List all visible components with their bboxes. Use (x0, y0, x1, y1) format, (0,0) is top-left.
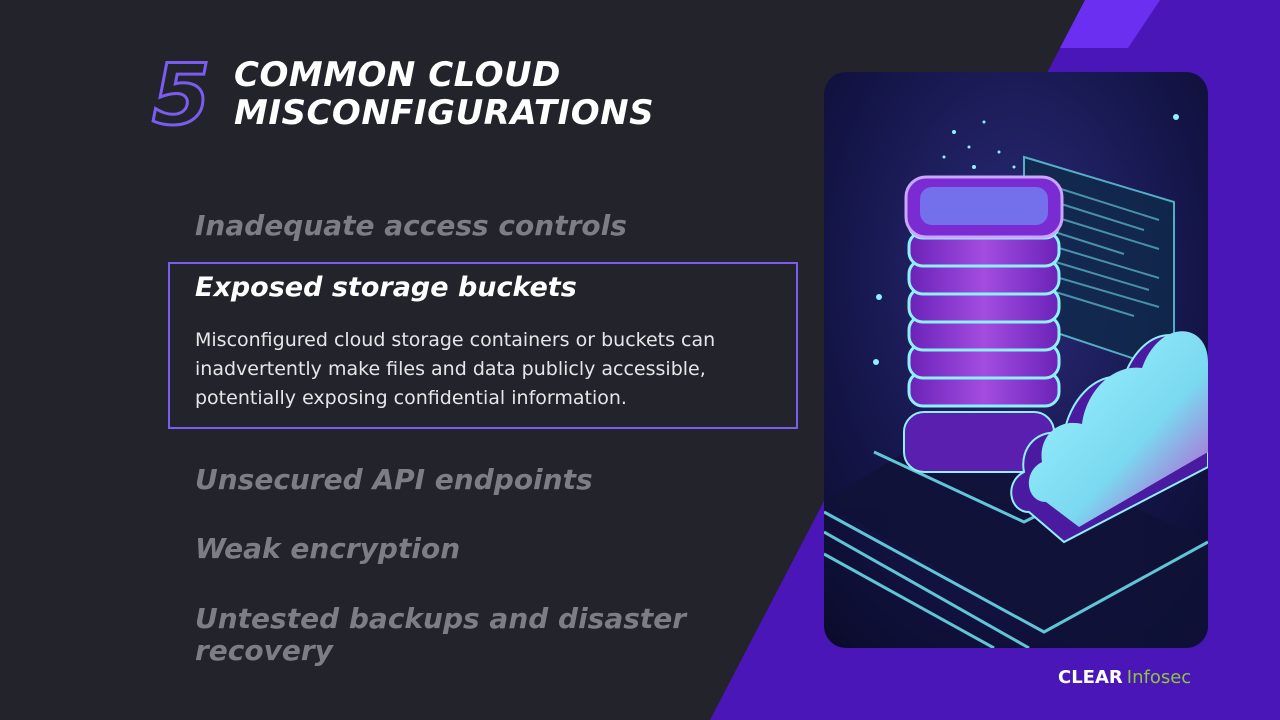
list-item-api-endpoints: Unsecured API endpoints (195, 463, 593, 496)
list-item-weak-encryption: Weak encryption (195, 532, 461, 565)
cloud-server-illustration (824, 72, 1208, 648)
cloud-icon (1010, 331, 1208, 544)
active-item-box (168, 262, 798, 429)
platform-base (824, 422, 1208, 648)
active-item-title: Exposed storage buckets (195, 272, 577, 303)
list-item-backups: Untested backups and disaster recovery (195, 602, 687, 667)
brand-clear: CLEAR (1058, 667, 1123, 688)
page-title: COMMON CLOUD MISCONFIGURATIONS (234, 56, 654, 132)
title-line-1: COMMON CLOUD (234, 55, 561, 95)
brand-infosec: Infosec (1126, 667, 1192, 688)
active-item-description: Misconfigured cloud storage containers o… (195, 329, 716, 409)
server-stack-icon (903, 175, 1064, 473)
title-line-2: MISCONFIGURATIONS (234, 93, 655, 133)
glow-particles (873, 114, 1179, 365)
title-number: 5 (150, 46, 211, 144)
list-item-access-controls: Inadequate access controls (195, 209, 627, 242)
